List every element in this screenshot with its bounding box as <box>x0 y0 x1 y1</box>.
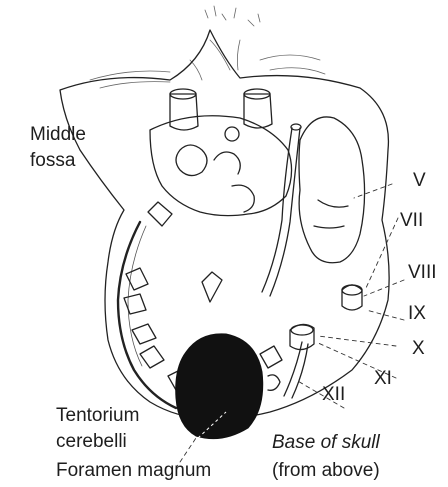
nerve-viii-label: VIII <box>408 262 437 284</box>
clinoid-process-right <box>244 89 272 128</box>
trigeminal-ganglion <box>299 117 365 263</box>
nerve-v-root <box>262 124 301 296</box>
middle-fossa-label-line1: Middle <box>30 124 86 146</box>
nerve-ix-label: IX <box>408 303 426 325</box>
nerve-vii-label: VII <box>400 210 423 232</box>
tentorium-label-line2: cerebelli <box>56 431 127 453</box>
nerve-ix-xi-cylinder <box>290 324 314 349</box>
hypoglossal-canal <box>260 346 282 368</box>
condylar-fragment <box>202 272 222 302</box>
nerve-xi-label: XI <box>374 368 392 390</box>
left-canal-cylinders <box>124 202 188 390</box>
nerve-xii-label: XII <box>322 384 345 406</box>
foramen-magnum <box>176 334 263 439</box>
caption-line1: Base of skull <box>272 432 380 454</box>
tentorium-label-line1: Tentorium <box>56 405 139 427</box>
foramen-magnum-label: Foramen magnum <box>56 460 211 482</box>
nerve-xi-tract <box>284 342 308 398</box>
sella-region <box>150 116 292 216</box>
sella-detail <box>176 145 207 176</box>
nerve-v-label: V <box>413 170 426 192</box>
caption-line2: (from above) <box>272 460 380 482</box>
clinoid-process-left <box>170 89 198 130</box>
nerve-x-label: X <box>412 338 425 360</box>
nerve-vii-viii-cylinder <box>342 285 362 310</box>
middle-fossa-label-line2: fossa <box>30 150 75 172</box>
